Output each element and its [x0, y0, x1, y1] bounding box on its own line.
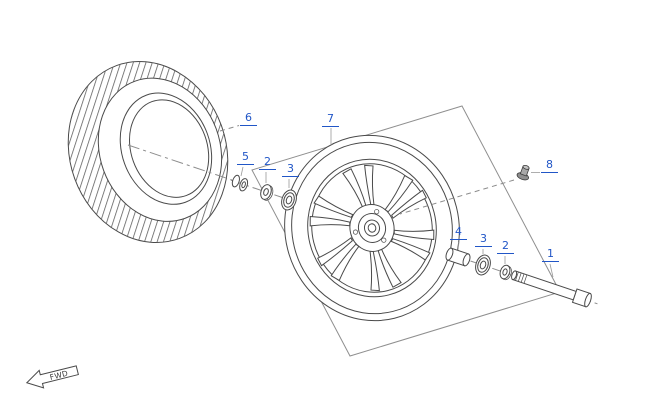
callout-part-8[interactable]: 8	[541, 158, 558, 173]
part-8-bolt	[516, 164, 530, 181]
part-6-tire	[67, 61, 229, 243]
wheel-hub	[349, 204, 395, 252]
tire-tread-pattern	[68, 61, 228, 243]
part-3-bearing-left	[281, 189, 297, 211]
part-2-seal-right	[499, 264, 512, 281]
callout-part-3-left[interactable]: 3	[282, 162, 299, 177]
part-5-collar	[231, 174, 249, 192]
bolt-leader-line	[399, 179, 515, 215]
part-3-bearing-right	[475, 254, 491, 276]
callout-leader-lines	[219, 125, 554, 278]
callout-part-4[interactable]: 4	[450, 225, 467, 240]
direction-marker: FWD	[25, 365, 79, 389]
callout-part-5[interactable]: 5	[237, 150, 254, 165]
part-7-wheel	[284, 134, 460, 322]
fwd-arrow-icon	[25, 365, 79, 389]
callout-part-2-left[interactable]: 2	[259, 155, 276, 170]
callout-part-3-right[interactable]: 3	[475, 232, 492, 247]
fwd-label: FWD	[49, 369, 69, 382]
part-4-spacer-tube	[445, 247, 471, 267]
callout-part-6[interactable]: 6	[240, 111, 257, 126]
callout-part-7[interactable]: 7	[322, 112, 339, 127]
axle-centerline-tire-segment	[127, 144, 233, 181]
part-2-seal-left	[260, 184, 274, 201]
callout-part-2-right[interactable]: 2	[497, 239, 514, 254]
callout-part-1[interactable]: 1	[542, 247, 559, 262]
part-1-axle-shaft	[511, 270, 592, 308]
